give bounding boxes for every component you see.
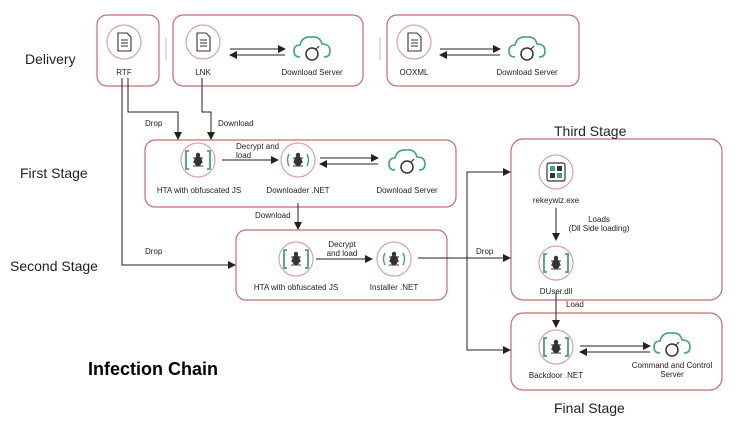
document-icon bbox=[407, 32, 422, 52]
node-label-hta-first: HTA with obfuscated JS bbox=[156, 186, 242, 195]
edge-drop-final bbox=[466, 258, 511, 354]
node-label-ooxml: OOXML bbox=[399, 68, 429, 77]
final-stage-box bbox=[510, 312, 723, 391]
node-label-download-server: Download Server bbox=[281, 68, 343, 77]
cloud-bomb-server-icon bbox=[653, 332, 691, 357]
edge-label-drop: Drop bbox=[145, 247, 163, 256]
edge-label-download: Download bbox=[218, 119, 254, 128]
rtf-icon-circle bbox=[106, 24, 142, 60]
cloud-bomb-server-icon bbox=[293, 36, 331, 61]
first-stage-box bbox=[144, 139, 457, 208]
node-label-hta-second: HTA with obfuscated JS bbox=[253, 283, 339, 292]
edge-label-loads-line2: (Dll Side loading) bbox=[568, 224, 630, 233]
bug-in-brackets-icon bbox=[283, 249, 309, 269]
node-label-c2-line1: Command and Control bbox=[631, 361, 713, 370]
edge-rtf-drop-first bbox=[127, 78, 182, 140]
bug-in-brackets-icon bbox=[543, 253, 569, 273]
bug-broadcast-icon bbox=[286, 152, 310, 167]
edge-label-decrypt-load: Decrypt and load bbox=[236, 142, 279, 160]
stage-label-final: Final Stage bbox=[554, 400, 625, 416]
edge-label-decrypt-load-line2: and load bbox=[326, 249, 358, 258]
edge-drop-third bbox=[466, 168, 511, 258]
document-icon bbox=[117, 32, 132, 52]
edge-lnk-download bbox=[201, 78, 215, 140]
node-label-c2-line2: Server bbox=[660, 370, 684, 379]
diagram-title: Infection Chain bbox=[88, 359, 218, 379]
second-stage-box bbox=[235, 229, 448, 301]
stage-label-second: Second Stage bbox=[10, 258, 98, 274]
stage-label-first: First Stage bbox=[20, 165, 88, 181]
document-icon bbox=[196, 32, 211, 52]
rekeywiz-icon-circle bbox=[538, 154, 574, 190]
node-label-duser: DUser.dll bbox=[539, 287, 573, 296]
edge-rtf-drop-second bbox=[121, 78, 236, 269]
node-label-download-server: Download Server bbox=[376, 186, 438, 195]
edge-label-loads-line1: Loads bbox=[588, 215, 610, 224]
ooxml-icon-circle bbox=[396, 24, 432, 60]
third-stage-box bbox=[510, 138, 723, 301]
edge-label-decrypt-load-line1: Decrypt and bbox=[236, 142, 280, 151]
edge-label-decrypt-load-line1: Decrypt bbox=[328, 240, 356, 249]
bug-in-brackets-icon bbox=[543, 337, 569, 357]
stage-label-delivery: Delivery bbox=[25, 51, 76, 67]
stage-label-third: Third Stage bbox=[554, 123, 627, 139]
edge-label-drop: Drop bbox=[145, 119, 163, 128]
edge-label-load: Load bbox=[566, 300, 584, 309]
edge-label-download: Download bbox=[255, 211, 291, 220]
ooxml-group-box bbox=[386, 14, 580, 87]
cloud-bomb-server-icon bbox=[388, 149, 426, 174]
lnk-group-box bbox=[172, 14, 364, 87]
node-label-download-server: Download Server bbox=[496, 68, 558, 77]
edge-label-drop: Drop bbox=[476, 247, 494, 256]
edge-label-decrypt-load: Decrypt and load bbox=[327, 240, 358, 258]
node-label-rekeywiz: rekeywiz.exe bbox=[532, 196, 580, 205]
edge-label-decrypt-load-line2: load bbox=[236, 151, 252, 160]
edge-label-loads: Loads (Dll Side loading) bbox=[569, 215, 630, 233]
node-label-c2: Command and Control Server bbox=[632, 361, 712, 379]
bug-in-brackets-icon bbox=[185, 150, 211, 170]
bug-broadcast-icon bbox=[382, 251, 406, 266]
cloud-bomb-server-icon bbox=[508, 36, 546, 61]
qr-app-icon bbox=[546, 162, 566, 182]
node-label-downloader: Downloader .NET bbox=[266, 186, 330, 195]
node-label-backdoor: Backdoor .NET bbox=[528, 371, 584, 380]
node-label-rtf: RTF bbox=[116, 68, 132, 77]
lnk-icon-circle bbox=[185, 24, 221, 60]
node-label-lnk: LNK bbox=[195, 68, 211, 77]
node-label-installer: Installer .NET bbox=[369, 283, 419, 292]
